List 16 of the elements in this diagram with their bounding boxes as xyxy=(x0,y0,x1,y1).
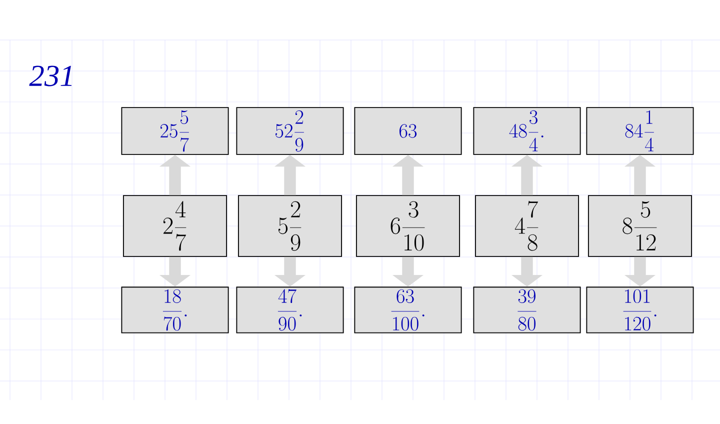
answer-box: $48\frac{3}{4}.$ xyxy=(473,107,581,155)
number-box: $8\frac{5}{12}$ xyxy=(588,195,692,257)
answer-box: $\frac{47}{90}.$ xyxy=(236,286,344,334)
answer-box: $84\frac{1}{4}$ xyxy=(586,107,694,155)
answer-box: $52\frac{2}{9}$ xyxy=(236,107,344,155)
answer-box: $\frac{39}{80}$ xyxy=(473,286,581,334)
number-box: $5\frac{2}{9}$ xyxy=(238,195,342,257)
answer-box: $\frac{63}{100}.$ xyxy=(354,286,462,334)
answer-box: $25\frac{5}{7}$ xyxy=(121,107,229,155)
number-box: $4\frac{7}{8}$ xyxy=(474,195,580,257)
number-box: $6\frac{3}{10}$ xyxy=(356,195,460,257)
answer-box: $\frac{18}{70}.$ xyxy=(121,286,229,334)
answer-box: $\frac{101}{120}.$ xyxy=(586,286,694,334)
number-box: $2\frac{4}{7}$ xyxy=(122,195,228,257)
exercise-number: 231 xyxy=(29,66,72,86)
answer-box: $63$ xyxy=(354,107,462,155)
